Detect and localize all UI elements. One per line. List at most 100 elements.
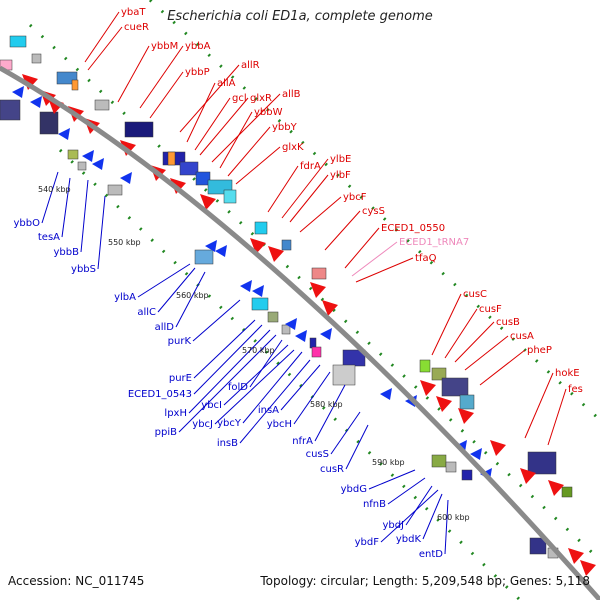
gene-block (67, 149, 79, 160)
leader-line (235, 146, 281, 185)
reverse-arrow (120, 172, 132, 184)
leader-line (299, 196, 342, 233)
leader-line (97, 195, 106, 270)
gene-block (461, 469, 473, 481)
reverse-arrow (58, 128, 70, 140)
reverse-arrow (295, 330, 307, 342)
reverse-arrow (92, 158, 104, 170)
gene-label-nfra: nfrA (292, 436, 313, 447)
reverse-arrow (380, 388, 392, 400)
leader-line (351, 241, 398, 277)
forward-arrow (22, 74, 38, 90)
ruler-label: 550 kbp (108, 238, 141, 247)
leader-line (330, 411, 361, 455)
leader-line (214, 349, 295, 425)
gene-label-glxk: glxK (282, 142, 304, 153)
gene-label-cusf: cusF (479, 304, 502, 315)
gene-label-insa: insA (258, 405, 279, 416)
reverse-arrow (82, 150, 94, 162)
leader-lines (41, 11, 567, 555)
gene-block (267, 311, 279, 323)
leader-line (479, 349, 526, 386)
gene-label-ybdj: ybdJ (382, 520, 404, 531)
gene-label-nfnb: nfnB (363, 499, 386, 510)
gene-label-allc: allC (137, 307, 156, 318)
gene-block (77, 161, 87, 171)
gene-label-ybci: ybcI (201, 400, 222, 411)
leader-line (242, 351, 303, 424)
leader-line (368, 469, 416, 490)
leader-line (61, 177, 71, 238)
gene-block (39, 111, 59, 135)
gene-label-entd: entD (419, 549, 443, 560)
reverse-arrow (12, 86, 24, 98)
gene-block (94, 99, 110, 111)
gene-label-eced1_trna7: ECED1_tRNA7 (399, 237, 469, 248)
reverse-arrow (30, 96, 42, 108)
leader-line (87, 26, 123, 71)
leader-line (239, 359, 311, 444)
leader-line (405, 485, 433, 526)
forward-arrow (120, 140, 136, 156)
reverse-arrow (320, 328, 332, 340)
leader-line (80, 179, 89, 253)
reverse-arrow (205, 240, 217, 252)
gene-block (9, 35, 27, 48)
forward-arrow (548, 480, 564, 496)
gene-label-glxr: glxR (250, 93, 272, 104)
gene-label-eced1_0543: ECED1_0543 (128, 389, 192, 400)
gene-block (124, 121, 154, 138)
gene-block (281, 239, 292, 251)
leader-line (355, 257, 414, 283)
gene-label-pure: purE (169, 373, 192, 384)
leader-line (281, 158, 329, 219)
gene-block (332, 364, 356, 386)
forward-arrow (268, 246, 284, 262)
leader-line (249, 339, 283, 388)
forward-arrow (436, 396, 452, 412)
gene-label-hoke: hokE (555, 368, 580, 379)
tick-row (58, 148, 522, 600)
forward-arrow (458, 408, 474, 424)
leader-line (84, 11, 120, 63)
gene-block (459, 394, 475, 410)
leader-line (199, 97, 249, 156)
leader-line (324, 210, 361, 251)
leader-line (293, 371, 331, 425)
gene-label-ybbs: ybbS (71, 264, 96, 275)
gene-block (0, 99, 21, 121)
leader-line (524, 372, 554, 439)
reverse-arrow (215, 245, 227, 257)
gene-label-fes: fes (568, 384, 583, 395)
gene-label-ybdf: ybdF (355, 537, 380, 548)
leader-line (137, 263, 191, 298)
gene-label-ybdg: ybdG (341, 484, 367, 495)
gene-block (195, 171, 211, 186)
gene-label-ybch: ybcH (267, 419, 292, 430)
leader-line (178, 334, 277, 433)
gene-block (561, 486, 573, 498)
genome-summary-text: Topology: circular; Length: 5,209,548 bp… (260, 574, 590, 588)
reverse-arrow (252, 285, 264, 297)
gene-label-ybbo: ybbO (14, 218, 41, 229)
gene-block (445, 461, 457, 473)
gene-label-fold: folD (228, 382, 248, 393)
gene-label-tfaq: tfaQ (415, 253, 437, 264)
gene-label-lpxh: lpxH (164, 408, 187, 419)
gene-label-ybbp: ybbP (185, 67, 210, 78)
gene-label-eced1_0550: ECED1_0550 (381, 223, 445, 234)
accession-text: Accession: NC_011745 (8, 574, 145, 588)
gene-label-ybcj: ybcJ (192, 419, 213, 430)
gene-label-alld: allD (155, 322, 175, 333)
gene-label-ybby: ybbY (272, 122, 298, 133)
gene-label-ylba: ylbA (114, 292, 136, 303)
gene-label-ybcy: ybcY (217, 418, 242, 429)
ruler-label: 580 kbp (310, 400, 343, 409)
leader-line (175, 271, 206, 328)
genome-backbone (0, 65, 600, 600)
reverse-arrow (470, 448, 482, 460)
leader-line (188, 329, 271, 414)
leader-line (431, 293, 462, 356)
